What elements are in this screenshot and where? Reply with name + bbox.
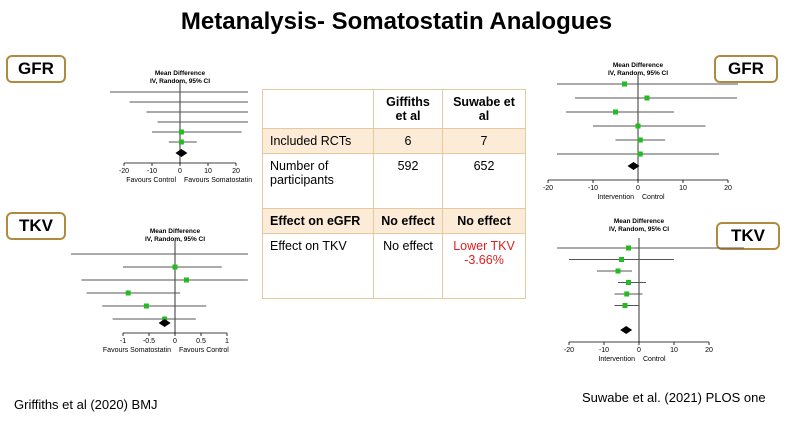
study-point	[178, 139, 184, 145]
study-point	[626, 280, 631, 285]
forest-header-subtitle: IV, Random, 95% CI	[145, 236, 205, 243]
favours-left-label: Intervention	[598, 356, 635, 363]
x-tick-label: 10	[204, 168, 212, 175]
tkv-tag-right: TKV	[716, 222, 780, 250]
study-point	[624, 291, 630, 297]
x-tick-label: -10	[588, 185, 598, 192]
study-point	[637, 137, 643, 143]
favours-right-label: Control	[642, 194, 665, 201]
comparison-table: Giffiths et al Suwabe et al Included RCT…	[262, 89, 526, 299]
cell-suwabe-participants: 652	[442, 153, 526, 209]
favours-left-label: Favours Control	[126, 177, 176, 184]
favours-left-label: Favours Somatostatin	[103, 347, 171, 354]
x-tick-label: 20	[724, 185, 732, 192]
x-tick-label: 0	[178, 168, 182, 175]
favours-right-label: Control	[643, 356, 666, 363]
study-point	[125, 290, 131, 296]
table-row: Number of participants 592 652	[262, 153, 526, 209]
forest-header-title: Mean Difference	[613, 62, 664, 69]
header-cell-empty	[262, 89, 374, 129]
caption-griffiths: Griffiths et al (2020) BMJ	[14, 397, 158, 412]
study-point	[143, 303, 149, 309]
pooled-diamond	[627, 162, 640, 170]
forest-header-title: Mean Difference	[150, 228, 201, 235]
x-tick-label: -10	[599, 347, 609, 354]
study-point	[622, 81, 627, 87]
study-point	[644, 95, 650, 101]
x-tick-label: -0.5	[143, 338, 155, 345]
x-tick-label: 0.5	[196, 338, 206, 345]
cell-giffiths-rcts: 6	[372, 128, 444, 154]
x-tick-label: -20	[543, 185, 553, 192]
cell-suwabe-egfr: No effect	[442, 208, 526, 234]
forest-header-subtitle: IV, Random, 95% CI	[608, 70, 668, 77]
study-point	[622, 303, 628, 308]
study-point	[626, 245, 631, 251]
row-label-rcts: Included RCTs	[262, 128, 374, 154]
study-point	[615, 268, 621, 274]
x-tick-label: -20	[564, 347, 574, 354]
study-point	[637, 151, 643, 157]
x-tick-label: 20	[232, 168, 240, 175]
row-label-participants: Number of participants	[262, 153, 374, 209]
study-point	[619, 257, 624, 262]
cell-suwabe-tkv: Lower TKV -3.66%	[442, 233, 526, 299]
study-point	[178, 129, 184, 135]
tkv-tag-left: TKV	[6, 212, 66, 240]
row-label-tkv: Effect on TKV	[262, 233, 374, 299]
table-header-row: Giffiths et al Suwabe et al	[262, 89, 526, 129]
x-tick-label: -1	[120, 338, 126, 345]
pooled-diamond	[158, 319, 171, 327]
caption-suwabe: Suwabe et al. (2021) PLOS one	[582, 390, 766, 405]
study-point	[172, 264, 178, 270]
cell-giffiths-tkv: No effect	[372, 233, 444, 299]
x-tick-label: 0	[637, 347, 641, 354]
cell-giffiths-participants: 592	[372, 153, 444, 209]
x-tick-label: 0	[173, 338, 177, 345]
study-point	[613, 109, 618, 115]
gfr-tag-right: GFR	[714, 55, 778, 83]
x-tick-label: -20	[119, 168, 129, 175]
table-row: Included RCTs 6 7	[262, 128, 526, 154]
header-giffiths: Giffiths et al	[372, 89, 444, 129]
table-row: Effect on TKV No effect Lower TKV -3.66%	[262, 233, 526, 299]
page-title: Metanalysis- Somatostatin Analogues	[180, 8, 613, 35]
favours-right-label: Favours Somatostatin	[184, 177, 252, 184]
study-point	[183, 277, 189, 283]
x-tick-label: 0	[636, 185, 640, 192]
table-row: Effect on eGFR No effect No effect	[262, 208, 526, 234]
forest-header-subtitle: IV, Random, 95% CI	[609, 226, 669, 233]
forest-header-title: Mean Difference	[614, 218, 665, 225]
x-tick-label: 10	[670, 347, 678, 354]
x-tick-label: 20	[705, 347, 713, 354]
row-label-egfr: Effect on eGFR	[262, 208, 374, 234]
gfr-tag-left: GFR	[6, 55, 66, 83]
x-tick-label: 10	[679, 185, 687, 192]
study-point	[635, 123, 641, 129]
x-tick-label: -10	[147, 168, 157, 175]
favours-right-label: Favours Control	[179, 347, 229, 354]
cell-suwabe-rcts: 7	[442, 128, 526, 154]
header-suwabe: Suwabe et al	[442, 89, 526, 129]
pooled-diamond	[175, 149, 188, 157]
favours-left-label: Intervention	[597, 194, 634, 201]
pooled-diamond	[620, 326, 633, 334]
forest-header-title: Mean Difference	[155, 70, 206, 77]
x-tick-label: 1	[225, 338, 229, 345]
cell-giffiths-egfr: No effect	[372, 208, 444, 234]
study-point	[162, 316, 168, 322]
